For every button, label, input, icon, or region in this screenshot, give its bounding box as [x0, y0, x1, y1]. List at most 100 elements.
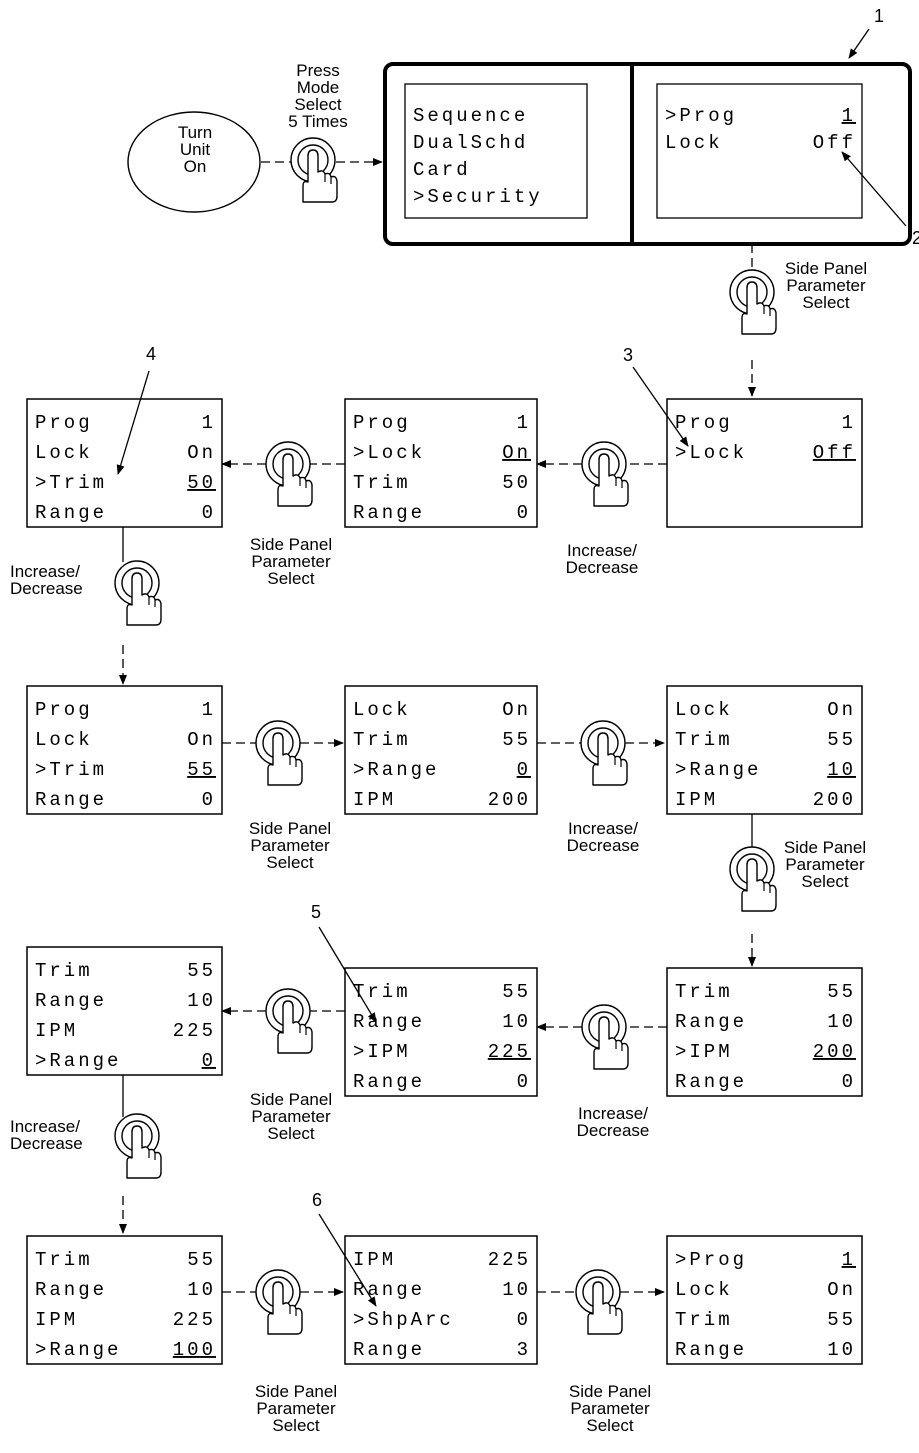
screen-row-label: Range [675, 1071, 747, 1093]
screen-row-label: >IPM [675, 1041, 733, 1063]
side-panel-label: Select [802, 293, 850, 312]
screen-row-value: 200 [813, 1041, 856, 1063]
screen-row-value: 10 [502, 1279, 531, 1301]
screen-row-label: >Lock [675, 442, 747, 464]
screen-row-label: Lock [35, 729, 93, 751]
screen-row-label: >Lock [353, 442, 425, 464]
screen-row-label: Trim [675, 981, 733, 1003]
screen-row-label: DualSchd [413, 132, 528, 154]
screen-row-value: 1 [842, 1249, 856, 1271]
screen-row-label: Range [35, 502, 107, 524]
screen-row-label: Lock [675, 699, 733, 721]
screen-row-value: 0 [202, 1050, 216, 1072]
push-button-icon [255, 1269, 303, 1335]
side-panel-label: Parameter [251, 552, 331, 571]
screen-row-value: 0 [202, 789, 216, 811]
pointing-hand [126, 1125, 162, 1179]
screen-row-label: Trim [675, 1309, 733, 1331]
screen-row-label: Range [35, 789, 107, 811]
pointing-hand [267, 1281, 303, 1335]
screen-border [26, 685, 223, 815]
increase-decrease-label: Decrease [10, 1134, 83, 1153]
screen-border [26, 1235, 223, 1365]
callout-leader [632, 366, 689, 447]
pointing-hand [587, 1281, 623, 1335]
screen-row-value: 55 [502, 981, 531, 1003]
pointing-hand [277, 453, 313, 507]
increase-decrease-label: Decrease [10, 579, 83, 598]
screen-row-label: Trim [353, 729, 411, 751]
screen-border [656, 83, 863, 219]
screen-border [666, 685, 863, 815]
screen-row-value: 55 [187, 759, 216, 781]
start-text: On [184, 157, 207, 176]
screen-row-value: 10 [827, 1339, 856, 1361]
screen-row-label: >Prog [665, 105, 737, 127]
screen-row-value: 225 [488, 1249, 531, 1271]
increase-decrease-label: Increase/ [578, 1104, 648, 1123]
push-button-icon [265, 441, 313, 507]
finger-lines [609, 1306, 617, 1316]
callout-leader [848, 28, 870, 59]
screen-row-value: 0 [202, 502, 216, 524]
screen-row-label: >Range [675, 759, 761, 781]
screen-row-label: Trim [353, 981, 411, 1003]
callout-number: 2 [912, 228, 919, 248]
finger-lines [615, 1041, 623, 1051]
side-panel-label: Select [586, 1416, 634, 1435]
finger-lines [324, 174, 332, 184]
screen-row-value: 0 [842, 1071, 856, 1093]
screen-border [26, 946, 223, 1076]
finger-lines [299, 1025, 307, 1035]
pointing-hand [267, 732, 303, 786]
screen-row-value: 1 [202, 412, 216, 434]
screen-row-value: 0 [517, 502, 531, 524]
screen-border [344, 685, 538, 815]
finger-lines [289, 1306, 297, 1316]
push-button-icon [114, 560, 162, 626]
side-panel-label: Select [267, 1124, 315, 1143]
side-panel-label: Parameter [786, 276, 866, 295]
screen-border [344, 1235, 538, 1365]
screen-border [26, 398, 223, 528]
screen-row-value: 3 [517, 1339, 531, 1361]
finger-lines [615, 478, 623, 488]
side-panel-label: Select [266, 853, 314, 872]
screen-border [344, 967, 538, 1097]
screen-row-label: Lock [675, 1279, 733, 1301]
push-button-icon [581, 441, 629, 507]
screen-row-label: Range [353, 1339, 425, 1361]
callout-number: 3 [623, 345, 633, 365]
screen-row-value: 200 [488, 789, 531, 811]
screen-row-label: IPM [353, 789, 396, 811]
screen-row-value: 100 [173, 1339, 216, 1361]
screen-row-value: On [187, 442, 216, 464]
screen-row-label: >Trim [35, 759, 107, 781]
push-button-icon [265, 988, 313, 1054]
finger-lines [289, 757, 297, 767]
side-panel-label: Select [267, 569, 315, 588]
push-button-icon [114, 1113, 162, 1179]
screen-border [666, 967, 863, 1097]
callout-leader [116, 370, 150, 475]
screen-row-label: Trim [35, 1249, 93, 1271]
finger-lines [614, 757, 622, 767]
screen-row-label: Range [353, 1279, 425, 1301]
screen-row-value: On [502, 699, 531, 721]
screen-row-label: Range [35, 1279, 107, 1301]
screen-row-value: 50 [187, 472, 216, 494]
screen-row-label: >Range [35, 1050, 121, 1072]
screen-row-value: 1 [842, 105, 856, 127]
screen-row-label: IPM [353, 1249, 396, 1271]
increase-decrease-label: Increase/ [10, 1117, 80, 1136]
screen-row-value: 10 [827, 1011, 856, 1033]
increase-decrease-label: Increase/ [568, 819, 638, 838]
